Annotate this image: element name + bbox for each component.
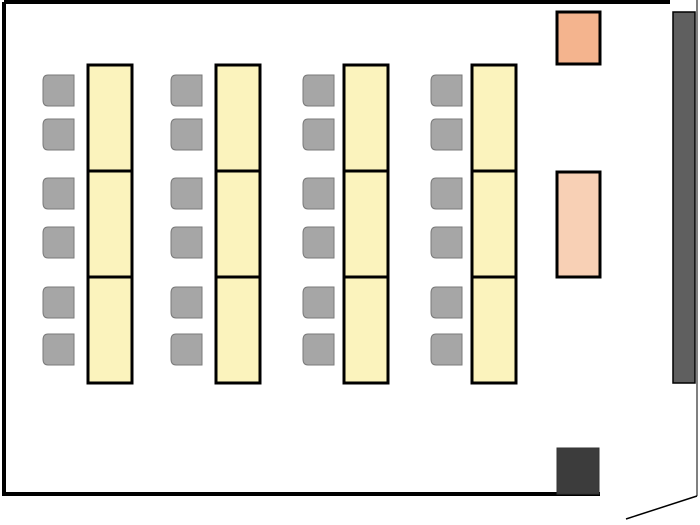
chair-icon: [170, 177, 203, 210]
student-desk: [86, 169, 134, 279]
chair-icon: [170, 74, 203, 107]
lectern: [555, 10, 602, 66]
student-desk: [342, 169, 390, 279]
student-desk: [86, 63, 134, 173]
student-desk: [470, 63, 518, 173]
chair-icon: [430, 118, 463, 151]
student-desk: [342, 275, 390, 385]
chair-icon: [302, 226, 335, 259]
door-swing-icon: [625, 495, 698, 520]
chair-icon: [170, 286, 203, 319]
student-desk: [342, 63, 390, 173]
student-desk: [214, 63, 262, 173]
chair-icon: [42, 226, 75, 259]
student-desk: [470, 275, 518, 385]
chair-icon: [302, 177, 335, 210]
chair-icon: [430, 333, 463, 366]
chair-icon: [42, 74, 75, 107]
teacher-desk: [555, 170, 602, 279]
student-desk: [470, 169, 518, 279]
chair-icon: [42, 118, 75, 151]
chair-rows: [42, 74, 463, 366]
chair-icon: [42, 333, 75, 366]
chair-icon: [430, 74, 463, 107]
desk-rows: [86, 63, 518, 385]
chair-icon: [302, 286, 335, 319]
chair-icon: [170, 226, 203, 259]
chair-icon: [42, 177, 75, 210]
chair-icon: [430, 286, 463, 319]
chair-icon: [170, 333, 203, 366]
student-desk: [214, 169, 262, 279]
chair-icon: [42, 286, 75, 319]
whiteboard: [672, 11, 696, 384]
chair-icon: [302, 118, 335, 151]
room-wall: [2, 0, 670, 496]
chair-icon: [430, 177, 463, 210]
student-desk: [86, 275, 134, 385]
chair-icon: [430, 226, 463, 259]
student-desk: [214, 275, 262, 385]
chair-icon: [302, 333, 335, 366]
chair-icon: [170, 118, 203, 151]
storage-cabinet: [556, 447, 600, 495]
chair-icon: [302, 74, 335, 107]
